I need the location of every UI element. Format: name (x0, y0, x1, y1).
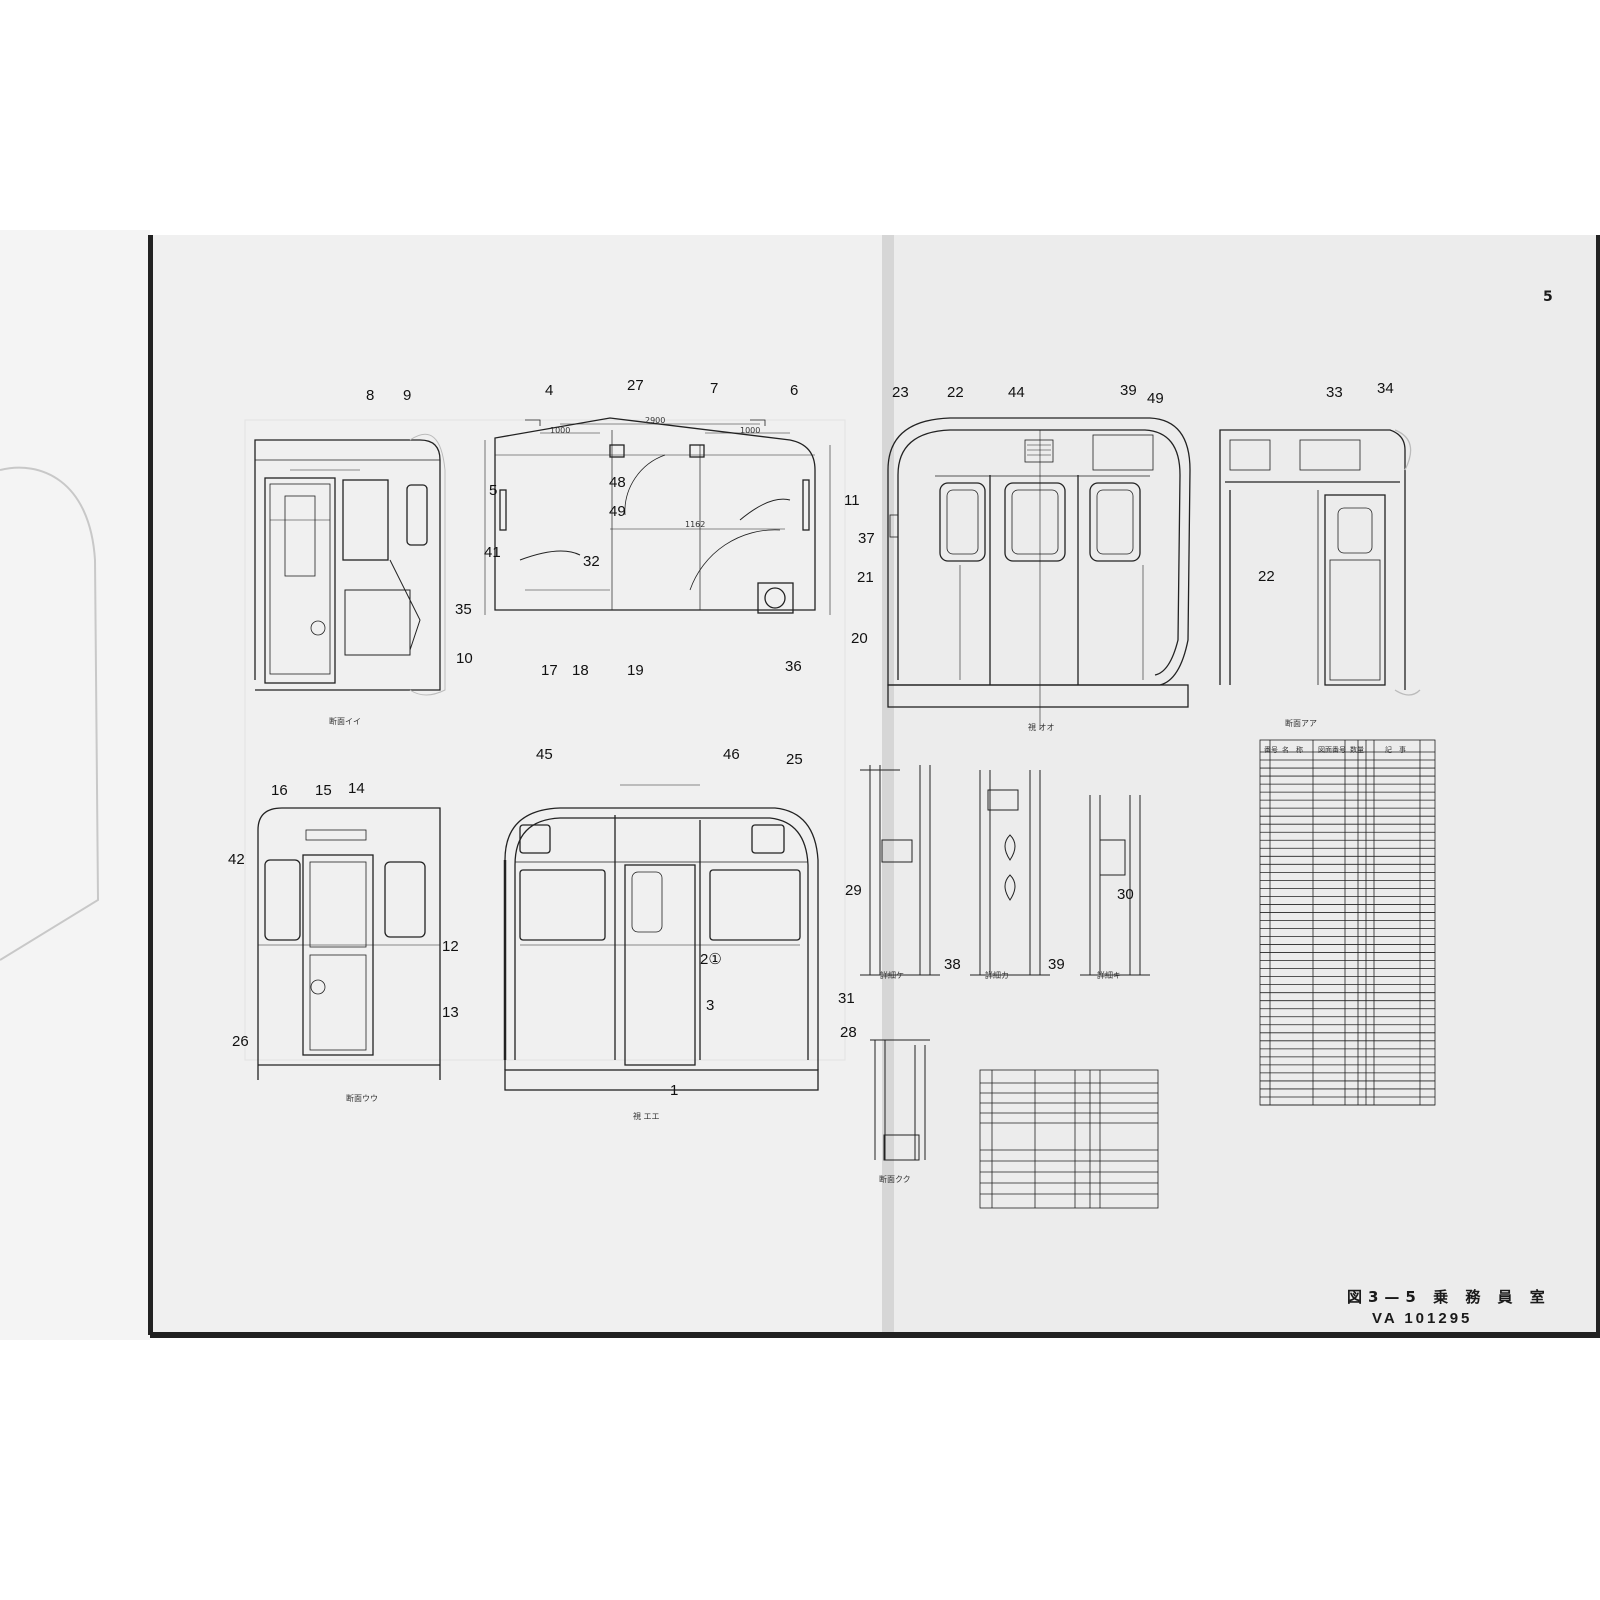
callout-42: 42 (228, 851, 245, 868)
callout-24: 23 (892, 384, 909, 401)
table-header-no: 番号 (1264, 746, 1278, 754)
callout-19: 19 (627, 662, 644, 679)
view-ohoh-drawing (887, 417, 1191, 730)
caption-section-uu: 断面ウウ (346, 1094, 378, 1103)
caption-view-ohoh: 視 オオ (1028, 723, 1055, 732)
callout-14: 14 (348, 780, 365, 797)
callout-29: 29 (845, 882, 862, 899)
section-uu-drawing (257, 807, 441, 1080)
callout-11: 11 (844, 492, 860, 509)
caption-view-ee: 視 エエ (633, 1112, 660, 1121)
callout-47: 48 (609, 474, 626, 491)
callout-2: 2① (700, 951, 722, 968)
callout-28: 28 (840, 1024, 857, 1041)
ghost-outline (0, 466, 100, 961)
callout-3: 3 (706, 997, 715, 1014)
section-aa-drawing (1219, 429, 1421, 696)
callout-20: 20 (851, 630, 868, 647)
table-header-qty: 数量 (1350, 746, 1364, 754)
caption-section-ii: 断面イイ (329, 717, 361, 726)
dim-plan-overall: 2900 (645, 416, 666, 425)
callout-49: 49 (1147, 390, 1164, 407)
callout-40: 39 (1120, 382, 1137, 399)
callout-41: 41 (484, 544, 501, 561)
page-number: 5 (1543, 289, 1553, 305)
callout-8: 8 (366, 387, 375, 404)
callout-6: 6 (790, 382, 799, 399)
callout-38: 38 (944, 956, 961, 973)
dim-plan-seg-b: 1000 (740, 426, 761, 435)
figure-code: VA 101295 (1372, 1310, 1473, 1327)
callout-33: 33 (1326, 384, 1343, 401)
callout-1: 1 (670, 1082, 679, 1099)
callout-35: 35 (455, 601, 472, 618)
callout-25: 25 (786, 751, 803, 768)
callout-16: 16 (271, 782, 288, 799)
callout-44: 44 (1008, 384, 1025, 401)
callout-23: 22 (947, 384, 964, 401)
caption-section-aa: 断面アア (1285, 719, 1317, 728)
plan-drawing (484, 417, 831, 615)
callout-15: 15 (315, 782, 332, 799)
detail-drawings (860, 765, 1150, 1161)
callout-39: 39 (1048, 956, 1065, 973)
table-header-name: 名 称 (1282, 746, 1303, 754)
callout-48: 49 (609, 503, 626, 520)
left-page-edge (148, 235, 153, 1335)
callout-5: 5 (489, 482, 498, 499)
callout-37: 37 (858, 530, 875, 547)
callout-13: 13 (442, 1004, 459, 1021)
caption-detail-ke: 詳細ケ (880, 971, 904, 980)
callout-7: 7 (710, 380, 719, 397)
section-ii-drawing (254, 433, 446, 696)
callout-30: 30 (1117, 886, 1134, 903)
table-header-remarks: 記 事 (1385, 746, 1406, 754)
small-table-grid (979, 1069, 1159, 1209)
callout-9: 9 (403, 387, 412, 404)
left-page (150, 235, 890, 1335)
callout-18: 18 (572, 662, 589, 679)
callout-22: 22 (1258, 568, 1275, 585)
caption-section-kuku: 断面クク (879, 1175, 911, 1184)
dim-plan-seg-a: 1000 (550, 426, 571, 435)
callout-12: 12 (442, 938, 459, 955)
callout-34: 34 (1377, 380, 1394, 397)
table-header-drawing-no: 図面番号 (1318, 746, 1346, 754)
figure-title: 図3—5 乗 務 員 室 (1347, 1288, 1551, 1306)
bottom-edge (150, 1332, 1600, 1338)
callout-21: 21 (857, 569, 874, 586)
callout-31: 31 (838, 990, 855, 1007)
previous-page-edge (0, 230, 150, 1340)
large-table-grid (1259, 739, 1436, 1106)
dim-plan-lower: 1162 (685, 520, 706, 529)
view-ee-drawing (503, 784, 819, 1091)
callout-27: 27 (627, 377, 644, 394)
callout-36: 36 (785, 658, 802, 675)
caption-detail-ki: 詳細キ (1097, 971, 1121, 980)
callout-46: 46 (723, 746, 740, 763)
callout-17: 17 (541, 662, 558, 679)
callout-45: 45 (536, 746, 553, 763)
callout-10: 10 (456, 650, 473, 667)
callout-4: 4 (545, 382, 554, 399)
callout-26: 26 (232, 1033, 249, 1050)
right-page-edge (1596, 235, 1600, 1335)
caption-detail-ka: 詳細カ (985, 971, 1009, 980)
callout-32: 32 (583, 553, 600, 570)
